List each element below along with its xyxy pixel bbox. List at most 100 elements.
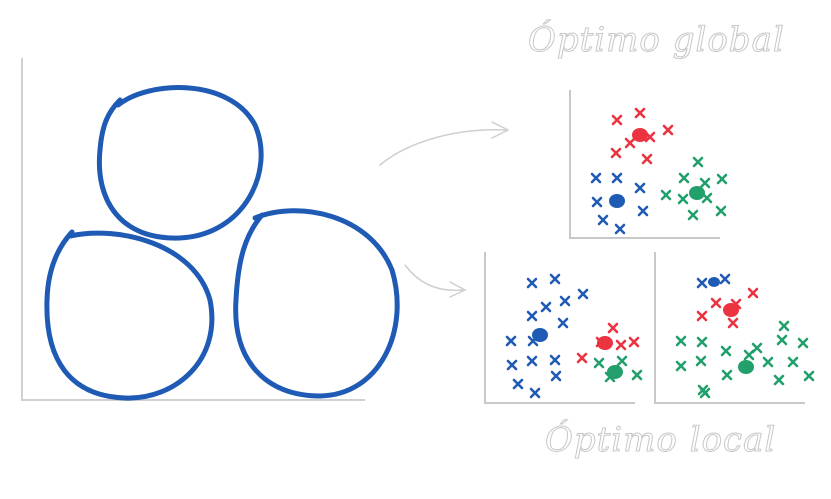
local-panel-2-axes — [654, 252, 805, 404]
faint-cross — [276, 311, 294, 329]
data-point-cross — [778, 320, 790, 332]
data-point-cross — [699, 177, 711, 189]
cluster-centroid — [738, 360, 754, 374]
data-point-cross — [692, 156, 704, 168]
global-panel-axes — [569, 90, 720, 239]
faint-cross — [151, 171, 169, 189]
cluster-circle-bottom-left — [44, 229, 215, 401]
data-point-cross — [526, 277, 538, 289]
cluster-centroid — [723, 303, 739, 317]
data-point-cross — [526, 355, 538, 367]
faint-cross — [361, 321, 379, 339]
data-point-cross — [662, 124, 674, 136]
faint-cross — [86, 346, 104, 364]
faint-cross — [351, 256, 369, 274]
data-point-cross — [696, 277, 708, 289]
data-point-cross — [615, 339, 627, 351]
cluster-centroid — [609, 194, 625, 208]
data-point-cross — [529, 387, 541, 399]
data-point-cross — [628, 336, 640, 348]
arrow-to-local — [404, 264, 467, 298]
cluster-centroid — [532, 328, 548, 342]
data-point-cross — [710, 297, 722, 309]
data-point-cross — [678, 172, 690, 184]
cluster-centroid — [632, 128, 648, 142]
faint-cross — [176, 281, 194, 299]
data-point-cross — [631, 369, 643, 381]
data-point-cross — [576, 352, 588, 364]
local-panel-1-axes — [484, 252, 635, 404]
faint-cross — [121, 186, 139, 204]
data-point-cross — [549, 354, 561, 366]
data-point-cross — [549, 273, 561, 285]
data-point-cross — [727, 317, 739, 329]
data-point-cross — [675, 360, 687, 372]
faint-cross — [121, 253, 139, 271]
data-point-cross — [593, 357, 605, 369]
cluster-centroid — [597, 336, 613, 350]
data-point-cross — [624, 137, 636, 149]
data-point-cross — [675, 335, 687, 347]
data-point-cross — [751, 342, 763, 354]
data-point-cross — [677, 193, 689, 205]
data-point-cross — [716, 173, 728, 185]
faint-cross — [196, 161, 214, 179]
data-point-cross — [641, 153, 653, 165]
data-point-cross — [590, 172, 602, 184]
data-point-cross — [743, 349, 755, 361]
data-point-cross — [597, 214, 609, 226]
data-point-cross — [611, 172, 623, 184]
cluster-circle-bottom-right — [233, 208, 400, 399]
faint-cross — [271, 291, 289, 309]
faint-cross — [281, 226, 299, 244]
faint-cross — [71, 251, 89, 269]
faint-cross — [186, 206, 204, 224]
data-point-cross — [607, 322, 619, 334]
arrow-to-global — [379, 121, 510, 166]
data-point-cross — [540, 301, 552, 313]
data-point-cross — [773, 374, 785, 386]
data-point-cross — [512, 378, 524, 390]
cluster-centroid — [607, 365, 623, 379]
data-point-cross — [720, 345, 732, 357]
arrows — [379, 121, 510, 298]
data-point-cross — [762, 356, 774, 368]
data-point-cross — [776, 334, 788, 346]
data-point-cross — [687, 209, 699, 221]
data-point-cross — [577, 288, 589, 300]
data-point-cross — [557, 317, 569, 329]
cluster-centroid — [708, 277, 720, 287]
result-panels — [484, 90, 805, 404]
data-point-cross — [719, 273, 731, 285]
data-point-cross — [505, 335, 517, 347]
data-point-cross — [787, 356, 799, 368]
global-optimum-label: Óptimo global — [528, 20, 785, 61]
faint-cross — [161, 321, 179, 339]
faint-cross — [306, 221, 324, 239]
faint-cross — [116, 296, 134, 314]
data-point-cross — [747, 287, 759, 299]
cluster-centroid — [689, 186, 705, 200]
faint-cross — [121, 116, 139, 134]
data-point-cross — [634, 107, 646, 119]
faint-cross — [126, 366, 144, 384]
data-point-cross — [610, 147, 622, 159]
faint-cross — [241, 286, 259, 304]
data-point-cross — [695, 355, 707, 367]
data-point-cross — [660, 189, 672, 201]
faint-cross — [76, 311, 94, 329]
cluster-circle-top — [96, 85, 264, 241]
data-point-cross — [559, 295, 571, 307]
faint-cross — [321, 291, 339, 309]
data-point-cross — [696, 336, 708, 348]
data-point-cross — [721, 369, 733, 381]
faint-cross — [296, 336, 314, 354]
data-point-cross — [591, 196, 603, 208]
data-point-cross — [526, 310, 538, 322]
initial-data-axes — [21, 58, 365, 401]
data-point-cross — [699, 387, 711, 399]
data-point-cross — [611, 114, 623, 126]
data-point-cross — [715, 205, 727, 217]
faint-cross — [171, 111, 189, 129]
data-point-cross — [797, 337, 809, 349]
